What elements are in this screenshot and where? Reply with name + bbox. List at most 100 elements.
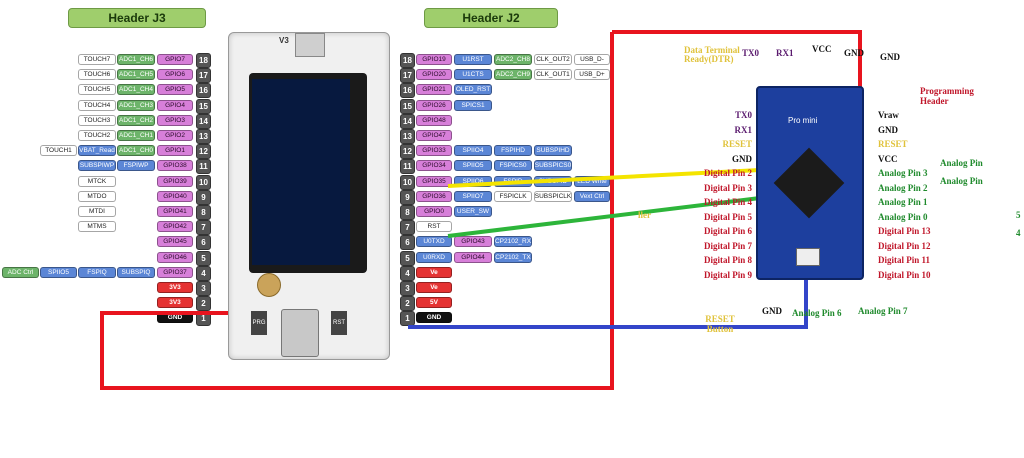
analog-pin-7-label: Analog Pin 7: [858, 306, 908, 316]
j3-pin-alt: ADC1_CH4: [117, 84, 155, 96]
j2-pin-number: 7: [400, 220, 415, 236]
rst-button[interactable]: RST: [331, 311, 347, 335]
j2-pin-function: U0TXD: [416, 236, 452, 248]
j2-pin-alt: GPIO44: [454, 251, 492, 263]
j2-pin-function: GND: [416, 312, 452, 324]
pro-mini-right-label: RESET: [878, 139, 908, 149]
j3-pin-number: 14: [196, 113, 211, 129]
j3-pin-alt: ADC1_CH5: [117, 69, 155, 81]
j3-pin-function: GPIO7: [157, 54, 193, 65]
j2-pin-function: RST: [416, 221, 452, 233]
j3-pin-alt: ADC1_CH6: [117, 54, 155, 65]
j3-pin-extra: TOUCH1: [40, 145, 77, 157]
j2-pin-alt: FSPIHD: [494, 145, 532, 157]
j3-pin-extra: MTDI: [78, 206, 116, 217]
j2-pin-alt: SPIIO7: [454, 190, 492, 202]
j2-pin-number: 15: [400, 98, 415, 114]
j2-pin-function: GPIO47: [416, 130, 452, 141]
pro-mini-left-label: Digital Pin 4: [703, 197, 752, 207]
pro-mini-right-label: Analog Pin 0: [878, 211, 928, 222]
prg-button[interactable]: PRG: [251, 311, 267, 335]
j3-pin-number: 7: [196, 220, 211, 236]
j2-pin-function: U0RXD: [416, 251, 452, 263]
j2-pin-alt: GPIO43: [454, 236, 492, 248]
oled-display: [249, 73, 367, 273]
j2-pin-function: GPIO0: [416, 206, 452, 217]
j3-pin-number: 5: [196, 250, 211, 266]
j3-pin-extra: FSPIQ: [78, 266, 116, 278]
j2-pin-alt: CP2102_TX: [494, 251, 532, 263]
wire-red-top: [612, 30, 862, 96]
antenna: [295, 33, 325, 57]
j3-pin-extra: ADC Ctrl: [2, 266, 39, 278]
wire-red-power: [100, 32, 614, 390]
pro-mini-far-right: Analog Pin: [940, 176, 983, 186]
j2-pin-alt: CLK_OUT1: [534, 69, 572, 81]
j3-pin-number: 12: [196, 144, 211, 160]
j2-pin-number: 10: [400, 174, 415, 190]
j2-pin-number: 3: [400, 281, 415, 296]
header-j3-title: Header J3: [68, 8, 206, 28]
j3-pin-number: 9: [196, 189, 211, 205]
j3-pin-function: GPIO1: [157, 145, 193, 157]
j2-pin-alt: CLK_OUT2: [534, 54, 572, 65]
j3-pin-function: 3V3: [157, 282, 193, 293]
j2-pin-function: GPIO48: [416, 114, 452, 126]
j3-pin-function: GPIO39: [157, 175, 193, 187]
j2-pin-alt: ADC2_CH8: [494, 54, 532, 65]
j2-pin-alt: U1CTS: [454, 69, 492, 81]
pro-mini-board: Pro mini: [756, 86, 864, 280]
wire-blue-gnd: [408, 268, 808, 329]
j3-pin-extra: VBAT_Read: [78, 145, 116, 157]
j3-pin-extra: MTCK: [78, 175, 116, 187]
j3-pin-function: GPIO4: [157, 99, 193, 111]
pro-mini-far-right: 4: [1016, 228, 1021, 238]
j2-pin-function: 5V: [416, 297, 452, 309]
j3-pin-function: GPIO6: [157, 69, 193, 81]
board-version: V3: [279, 36, 289, 45]
j2-pin-function: Ve: [416, 282, 452, 293]
j3-pin-extra: TOUCH6: [78, 69, 116, 81]
j3-pin-number: 2: [196, 296, 211, 312]
pro-mini-left-label: RESET: [722, 139, 752, 149]
reset-button[interactable]: [796, 248, 820, 266]
j2-pin-alt: FSPICS0: [494, 160, 532, 172]
j3-pin-number: 17: [196, 68, 211, 84]
usb-c-port[interactable]: [281, 309, 319, 357]
j2-pin-function: GPIO35: [416, 175, 452, 187]
j3-pin-extra: SUBSPIWP: [78, 160, 116, 172]
j3-pin-number: 3: [196, 281, 211, 296]
j3-pin-number: 6: [196, 235, 211, 251]
pro-mini-left-label: Digital Pin 8: [703, 255, 752, 265]
pro-mini-left-label: Digital Pin 7: [703, 240, 752, 251]
pro-mini-left-label: Digital Pin 3: [703, 182, 752, 193]
analog-pin-6-label: Analog Pin 6: [792, 308, 842, 318]
j3-pin-alt: ADC1_CH3: [117, 99, 155, 111]
j3-pin-function: 3V3: [157, 297, 193, 309]
pro-mini-right-label: GND: [878, 124, 898, 135]
header-j2-title: Header J2: [424, 8, 558, 28]
j3-pin-number: 15: [196, 98, 211, 114]
reset-button-label: RESET Button: [705, 314, 735, 334]
j2-pin-alt: OLED_RST: [454, 84, 492, 96]
j2-pin-function: Ve: [416, 266, 452, 278]
j2-pin-function: GPIO21: [416, 84, 452, 96]
pro-mini-right-label: Digital Pin 12: [878, 240, 931, 251]
j3-pin-number: 4: [196, 265, 211, 281]
pro-mini-top-label: GND: [844, 48, 864, 58]
pro-mini-left-label: Digital Pin 5: [703, 211, 752, 222]
pro-mini-right-label: VCC: [878, 153, 898, 164]
j2-pin-alt: USB_D-: [574, 54, 610, 65]
j2-pin-number: 17: [400, 68, 415, 84]
j3-pin-function: GPIO45: [157, 236, 193, 248]
j3-pin-extra: MTMS: [78, 221, 116, 233]
j2-pin-number: 1: [400, 311, 415, 327]
j2-pin-alt: SUBSPIHD: [534, 145, 572, 157]
pro-mini-top-label: Data Terminal Ready(DTR): [684, 45, 740, 64]
j3-pin-alt: ADC1_CH2: [117, 114, 155, 126]
pro-mini-left-label: Digital Pin 6: [703, 226, 752, 236]
j3-pin-function: GPIO46: [157, 251, 193, 263]
j2-pin-number: 5: [400, 250, 415, 266]
pro-mini-right-label: Analog Pin 2: [878, 182, 928, 193]
